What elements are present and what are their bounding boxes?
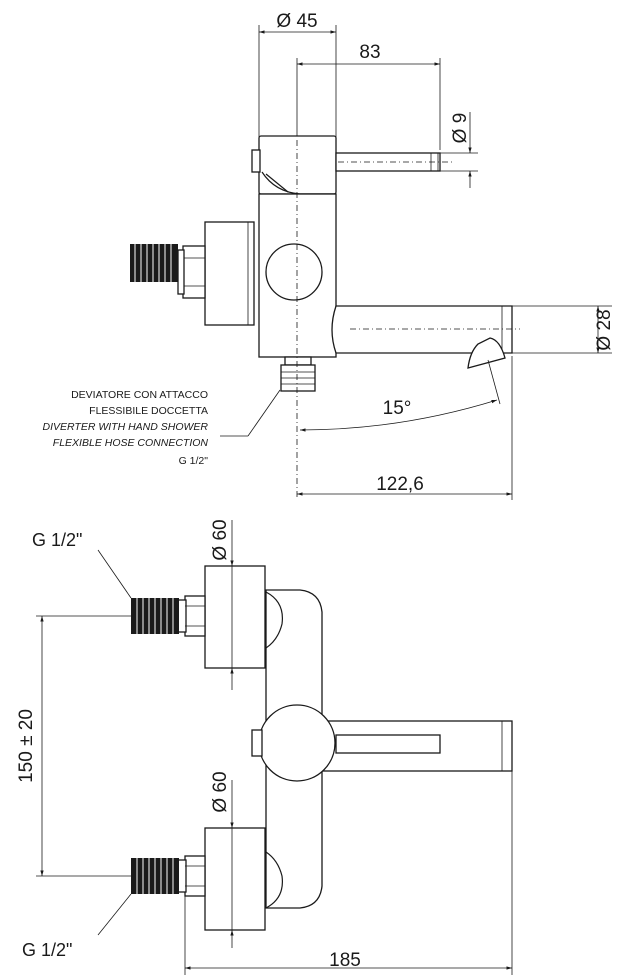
dim-body-diameter: Ø 45 — [258, 11, 337, 140]
bottom-flange — [177, 827, 266, 931]
dim-top-flange-text: Ø 60 — [210, 519, 231, 560]
dim-spout-length-text: 122,6 — [376, 474, 424, 495]
dim-center-distance-text: 150 ± 20 — [16, 709, 37, 783]
side-elevation-view: Ø 45 83 Ø 9 — [43, 11, 615, 500]
dim-spout-length: 122,6 — [297, 356, 513, 500]
diverter-knob — [265, 243, 323, 301]
front-spout — [321, 720, 513, 772]
front-handle — [258, 704, 336, 782]
wall-flange — [204, 221, 255, 326]
dim-spout-diameter-text: Ø 28 — [594, 309, 615, 350]
top-thread-connector — [131, 598, 179, 634]
bottom-thread-label: G 1/2" — [22, 893, 132, 960]
dim-body-diameter-text: Ø 45 — [276, 11, 317, 32]
dim-bottom-flange: Ø 60 — [210, 771, 234, 948]
spout — [331, 305, 513, 369]
top-flange — [177, 565, 266, 669]
note-line-5: G 1/2" — [179, 455, 209, 467]
threaded-connector — [130, 244, 178, 282]
dim-angle-text: 15° — [383, 398, 412, 419]
note-line-3: DIVERTER WITH HAND SHOWER — [43, 421, 209, 433]
dim-lever-length: 83 — [296, 42, 441, 165]
dim-center-distance: 150 ± 20 — [16, 615, 131, 877]
dim-spout-diameter: Ø 28 — [512, 305, 615, 354]
bottom-thread-connector — [131, 858, 179, 894]
dim-lever-diameter: Ø 9 — [440, 112, 478, 188]
top-thread-label: G 1/2" — [32, 530, 132, 599]
dim-lever-length-text: 83 — [359, 42, 380, 63]
hose-connection — [280, 356, 316, 392]
front-handle-stub — [251, 729, 263, 757]
dim-top-flange: Ø 60 — [210, 519, 234, 690]
front-elevation-view: Ø 60 Ø 60 150 ± 20 G 1/2" G 1/2" — [16, 519, 513, 975]
bottom-thread-label-text: G 1/2" — [22, 940, 72, 960]
lever — [335, 152, 441, 172]
note-line-1: DEVIATORE CON ATTACCO — [71, 389, 208, 401]
dim-angle: 15° — [299, 359, 501, 432]
dim-lever-diameter-text: Ø 9 — [450, 113, 471, 144]
top-thread-label-text: G 1/2" — [32, 530, 82, 550]
handle-cap — [251, 135, 337, 195]
note-line-4: FLEXIBLE HOSE CONNECTION — [53, 437, 209, 449]
inlet-fitting — [177, 245, 206, 299]
diverter-note: DEVIATORE CON ATTACCO FLESSIBILE DOCCETT… — [43, 389, 281, 467]
dim-bottom-flange-text: Ø 60 — [210, 771, 231, 812]
note-line-2: FLESSIBILE DOCCETTA — [89, 405, 208, 417]
dim-total-width-text: 185 — [329, 950, 361, 971]
dim-total-width: 185 — [184, 771, 513, 975]
